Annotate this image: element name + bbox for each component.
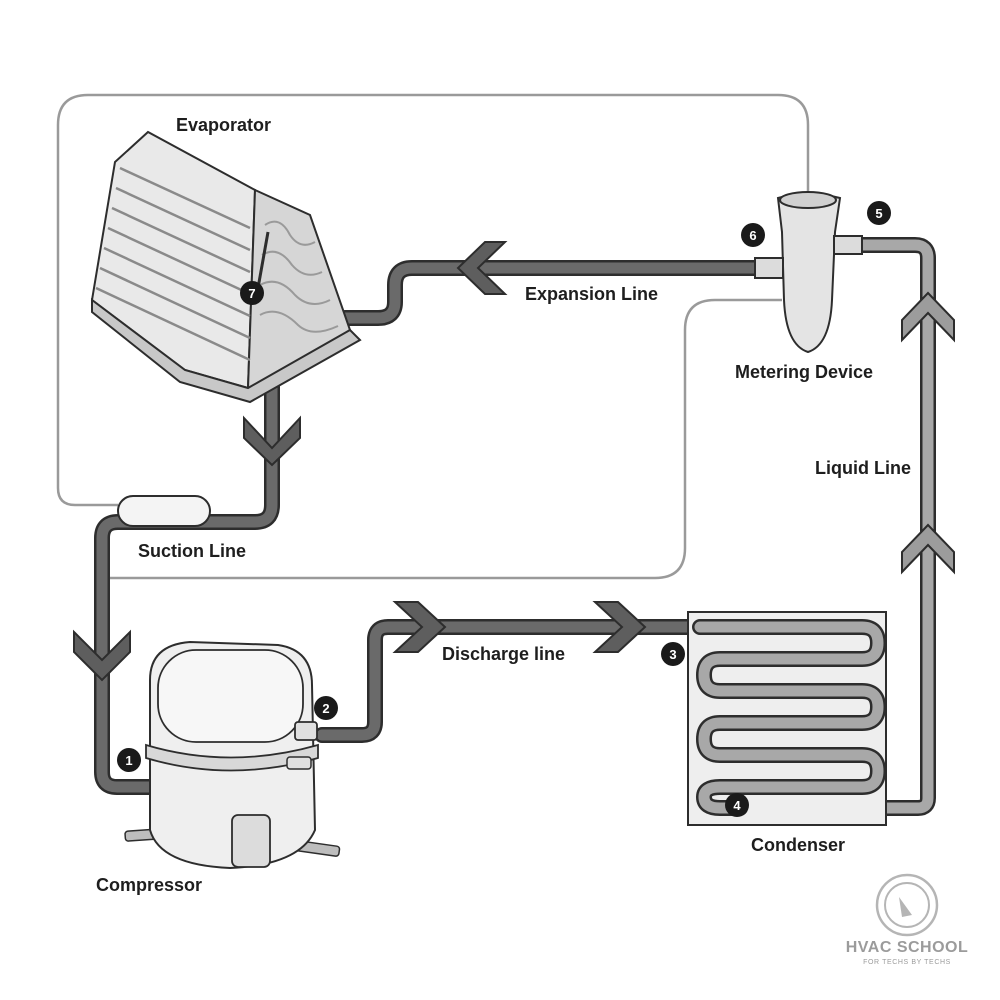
marker-3-text: 3 [669, 647, 676, 662]
marker-5-text: 5 [875, 206, 882, 221]
marker-7: 7 [240, 281, 264, 305]
condenser-coil-fill [694, 621, 884, 814]
marker-2: 2 [314, 696, 338, 720]
arrow-suction-down-2 [73, 629, 131, 682]
marker-2-text: 2 [322, 701, 329, 716]
external-equalizer-line [105, 298, 782, 580]
marker-7-text: 7 [248, 286, 255, 301]
marker-4: 4 [725, 793, 749, 817]
compressor [124, 640, 341, 870]
arrow-liquid-up-1 [901, 291, 955, 343]
arrow-expansion-left [456, 241, 508, 295]
arrow-liquid-up-2 [901, 523, 955, 575]
expansion-line-fill [339, 262, 766, 324]
discharge-line-fill [316, 621, 706, 741]
compressor-label: Compressor [96, 875, 202, 895]
marker-3: 3 [661, 642, 685, 666]
marker-6: 6 [741, 223, 765, 247]
expansion-line-label: Expansion Line [525, 284, 658, 304]
marker-1: 1 [117, 748, 141, 772]
metering-device [754, 191, 863, 354]
arrow-discharge-right-2 [592, 601, 647, 653]
suction-line-label: Suction Line [138, 541, 246, 561]
marker-6-text: 6 [749, 228, 756, 243]
condenser-label: Condenser [751, 835, 845, 855]
hvac-school-logo: HVAC SCHOOL FOR TECHS BY TECHS [846, 873, 969, 966]
suction-line-fill [96, 344, 278, 793]
marker-5: 5 [867, 201, 891, 225]
metering-device-label: Metering Device [735, 362, 873, 382]
arrow-suction-down-1 [243, 415, 301, 467]
brand-tagline: FOR TECHS BY TECHS [863, 959, 951, 966]
brand-name: HVAC SCHOOL [846, 939, 969, 956]
marker-4-text: 4 [733, 798, 741, 813]
evaporator-label: Evaporator [176, 115, 271, 135]
condenser [687, 611, 887, 826]
marker-1-text: 1 [125, 753, 132, 768]
logo-ring-icon [875, 873, 939, 937]
sensing-bulb-line [56, 93, 810, 507]
accumulator [117, 495, 211, 527]
discharge-line-label: Discharge line [442, 644, 565, 664]
liquid-line-label: Liquid Line [815, 458, 911, 478]
arrow-discharge-right-1 [392, 601, 447, 653]
evaporator [90, 130, 362, 404]
